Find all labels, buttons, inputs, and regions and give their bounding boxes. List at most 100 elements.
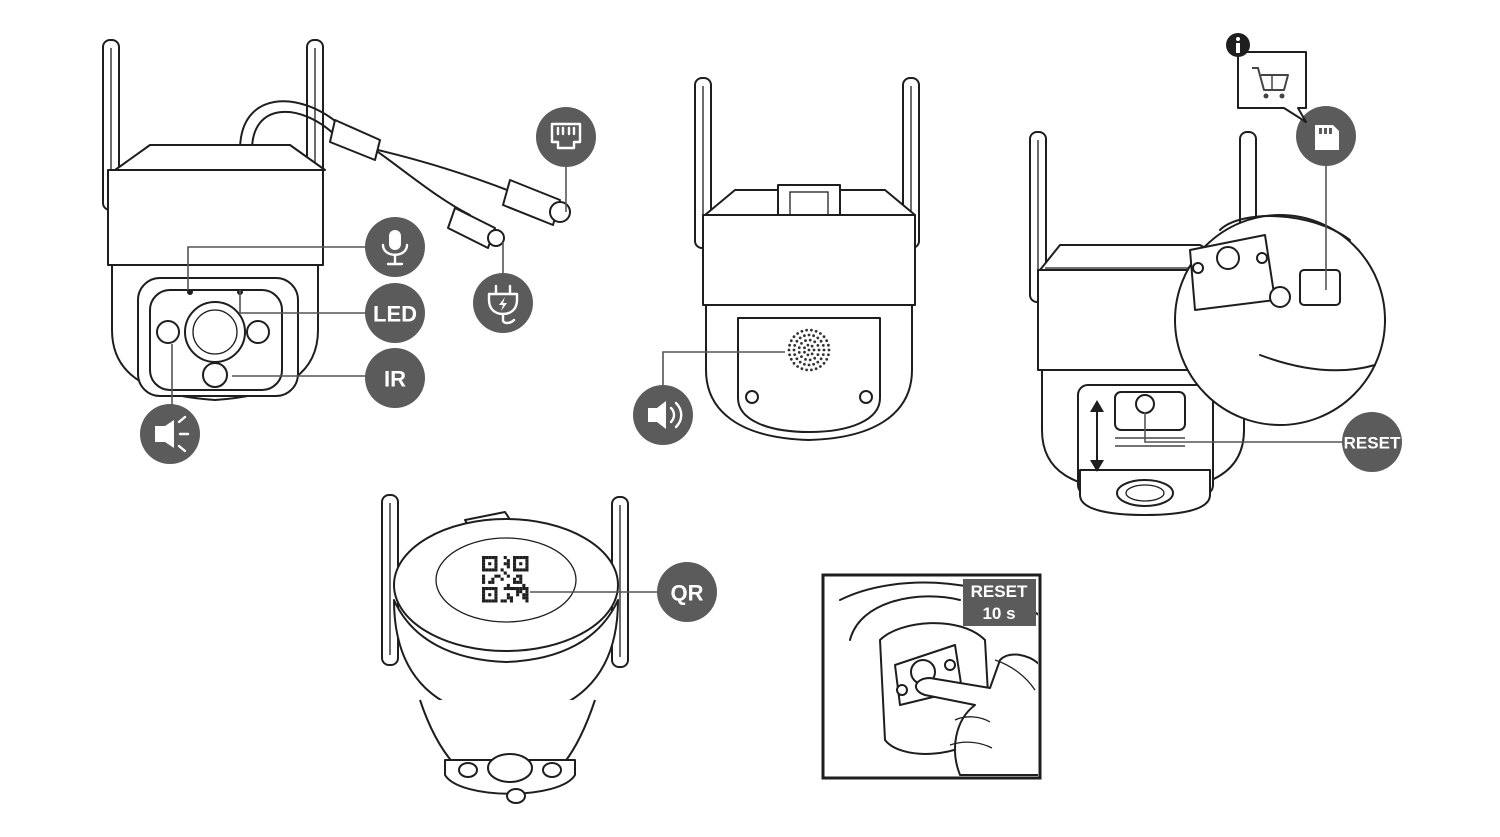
qr-module — [513, 568, 517, 572]
qr-module — [519, 562, 523, 566]
qr-module — [491, 556, 495, 560]
cable — [239, 100, 341, 151]
qr-module — [513, 562, 517, 566]
qr-module — [525, 565, 529, 569]
grille-hole — [793, 353, 797, 356]
microphone-badge — [365, 217, 425, 277]
spotlight-badge — [140, 404, 200, 464]
grille-hole — [804, 358, 807, 361]
grille-hole — [792, 335, 796, 339]
grille-hole — [807, 363, 811, 367]
grille-hole — [822, 348, 826, 352]
reset-timer-box — [963, 579, 1036, 626]
qr-module — [503, 599, 507, 603]
qr-module — [513, 565, 517, 569]
qr-module — [516, 580, 520, 584]
grille-hole — [810, 368, 813, 372]
qr-module — [482, 565, 486, 569]
qr-module — [506, 583, 510, 587]
qr-module — [494, 590, 498, 594]
power-plug-icon — [487, 284, 519, 325]
ethernet-port-icon — [550, 122, 582, 150]
qr-module — [506, 593, 510, 597]
qr-module — [482, 593, 486, 597]
grille-hole — [800, 355, 803, 358]
qr-module — [482, 559, 486, 563]
qr-module — [509, 599, 513, 603]
qr-module — [506, 562, 510, 566]
qr-module — [503, 562, 507, 566]
reset-button — [1135, 394, 1155, 414]
grille-hole — [813, 340, 817, 344]
grille-hole — [805, 368, 808, 372]
qr-module — [482, 587, 486, 591]
grille-hole — [803, 362, 806, 366]
qr-module — [522, 587, 526, 591]
grille-hole — [789, 357, 793, 361]
power-badge — [473, 273, 533, 333]
qr-module — [488, 562, 492, 566]
camera-housing — [107, 169, 324, 266]
reset-badge: RESET — [1342, 412, 1402, 472]
qr-module — [482, 577, 486, 581]
grille-hole — [792, 361, 796, 365]
qr-module — [494, 568, 498, 572]
grille-hole — [787, 348, 791, 352]
camera-side-view — [1029, 131, 1386, 516]
reset-instruction-panel: RESET 10 s — [821, 573, 1042, 780]
qr-module — [522, 596, 526, 600]
grille-hole — [810, 344, 814, 348]
microphone-hole — [187, 289, 193, 295]
qr-module — [519, 580, 523, 584]
qr-module — [506, 574, 510, 578]
qr-module — [482, 562, 486, 566]
qr-module — [503, 556, 507, 560]
qr-module — [482, 596, 486, 600]
grille-hole — [825, 357, 829, 361]
grille-hole — [806, 353, 810, 357]
grille-hole — [798, 360, 802, 364]
grille-hole — [808, 338, 812, 342]
qr-module — [516, 587, 520, 591]
qr-module — [488, 556, 492, 560]
qr-module — [482, 599, 486, 603]
grille-hole — [788, 353, 791, 357]
grille-hole — [819, 339, 823, 343]
qr-module — [519, 574, 523, 578]
qr-module — [482, 568, 486, 572]
power-connector — [447, 207, 496, 249]
qr-module — [482, 574, 486, 578]
ethernet-connector — [502, 179, 561, 226]
grille-hole — [804, 339, 807, 342]
led-badge: LED — [365, 283, 425, 343]
grille-hole — [808, 358, 812, 362]
qr-module — [525, 593, 529, 597]
grille-hole — [806, 343, 810, 347]
grille-hole — [812, 348, 816, 352]
camera-rear-view — [662, 77, 920, 441]
qr-module — [491, 568, 495, 572]
qr-module — [485, 556, 489, 560]
qr-module — [509, 587, 513, 591]
qr-module — [503, 587, 507, 591]
spotlight-icon — [155, 415, 190, 453]
ethernet-badge — [536, 107, 596, 167]
rear-panel — [737, 317, 881, 433]
camera-lens — [1116, 479, 1174, 507]
camera-lens — [184, 301, 246, 363]
accessory-note — [1226, 33, 1307, 123]
qr-module — [525, 596, 529, 600]
qr-module — [513, 559, 517, 563]
grille-hole — [803, 350, 806, 354]
grille-hole — [798, 336, 802, 340]
sd-card-icon — [1315, 125, 1339, 150]
info-icon — [1226, 33, 1250, 57]
qr-module — [516, 568, 520, 572]
microphone-icon — [381, 230, 409, 266]
grille-hole — [819, 332, 822, 335]
qr-module — [500, 577, 504, 581]
grille-hole — [800, 329, 804, 333]
ir-badge: IR — [365, 348, 425, 408]
grille-hole — [805, 328, 808, 332]
qr-module — [509, 596, 513, 600]
